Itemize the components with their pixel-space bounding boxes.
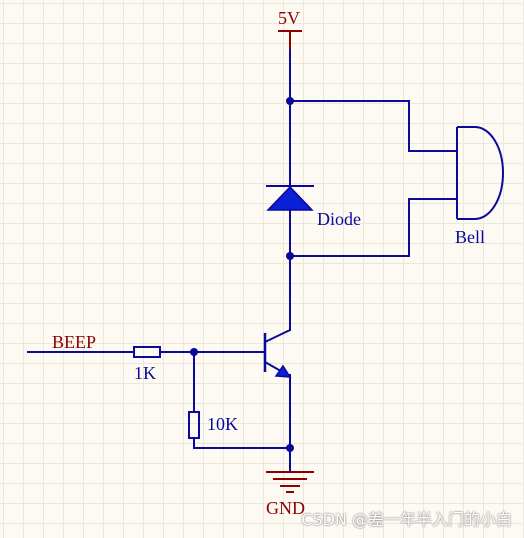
junction-base bbox=[190, 348, 198, 356]
vcc-label: 5V bbox=[278, 8, 300, 28]
gnd-label: GND bbox=[266, 498, 305, 518]
wire-vcc-to-bell bbox=[289, 100, 457, 152]
ground-symbol bbox=[266, 471, 314, 493]
resistor-1k-label: 1K bbox=[134, 363, 156, 383]
wire-bell-to-collector bbox=[289, 198, 457, 257]
npn-transistor-symbol bbox=[263, 329, 292, 378]
junction-collector bbox=[286, 252, 294, 260]
resistor-10k-label: 10K bbox=[207, 414, 238, 434]
junction-vcc bbox=[286, 97, 294, 105]
vcc-power-symbol bbox=[278, 30, 302, 50]
bell-symbol bbox=[456, 126, 504, 220]
junction-ground bbox=[286, 444, 294, 452]
resistor-10k-symbol bbox=[188, 411, 200, 439]
resistor-1k-symbol bbox=[133, 346, 161, 358]
beep-label: BEEP bbox=[52, 332, 97, 352]
diode-label: Diode bbox=[317, 209, 361, 229]
diode-symbol bbox=[266, 185, 314, 257]
watermark: CSDN @差一年半入门的小白 bbox=[301, 510, 512, 529]
bell-label: Bell bbox=[455, 227, 485, 247]
